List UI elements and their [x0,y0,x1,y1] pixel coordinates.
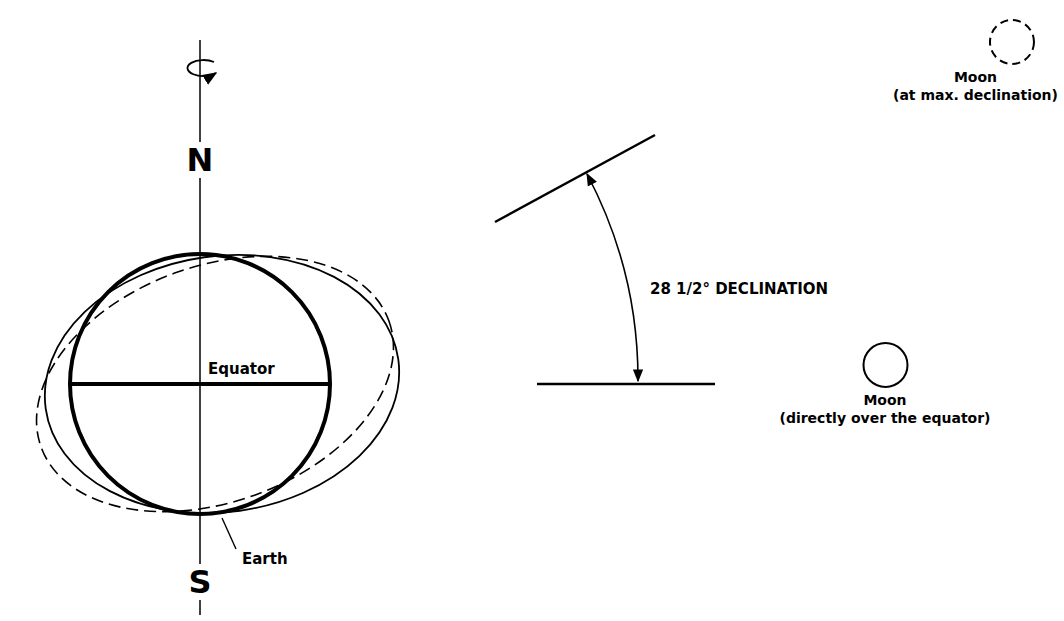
tidal-bulge-declined [1,210,429,558]
leader-line [222,518,236,549]
moon-note: (at max. declination) [893,87,1058,105]
equator-plane-line [537,383,715,386]
moon-circle [990,20,1034,64]
earth-label: Earth [240,551,290,568]
angle-arc [587,174,638,381]
moon-circle [863,343,907,387]
moon-equatorial: Moon(directly over the equator) [780,340,991,427]
moon-name: Moon [780,392,991,410]
tidal-bulge-equatorial [28,232,416,535]
moon-note: (directly over the equator) [780,410,991,428]
angle-label: 28 1/2° DECLINATION [648,281,830,298]
equator-label: Equator [206,361,277,378]
rotation-axis [199,40,201,615]
moon-name: Moon [893,69,1058,87]
moon-shape [893,17,1058,67]
pole-label: N [185,142,216,179]
moon-shape [780,340,991,390]
declination-line [495,135,655,222]
pole-label: S [186,564,213,601]
equator-line [70,382,330,386]
rotation-arrow [187,60,216,76]
earth-circle [70,254,330,514]
moon-declined: Moon(at max. declination) [893,17,1058,104]
